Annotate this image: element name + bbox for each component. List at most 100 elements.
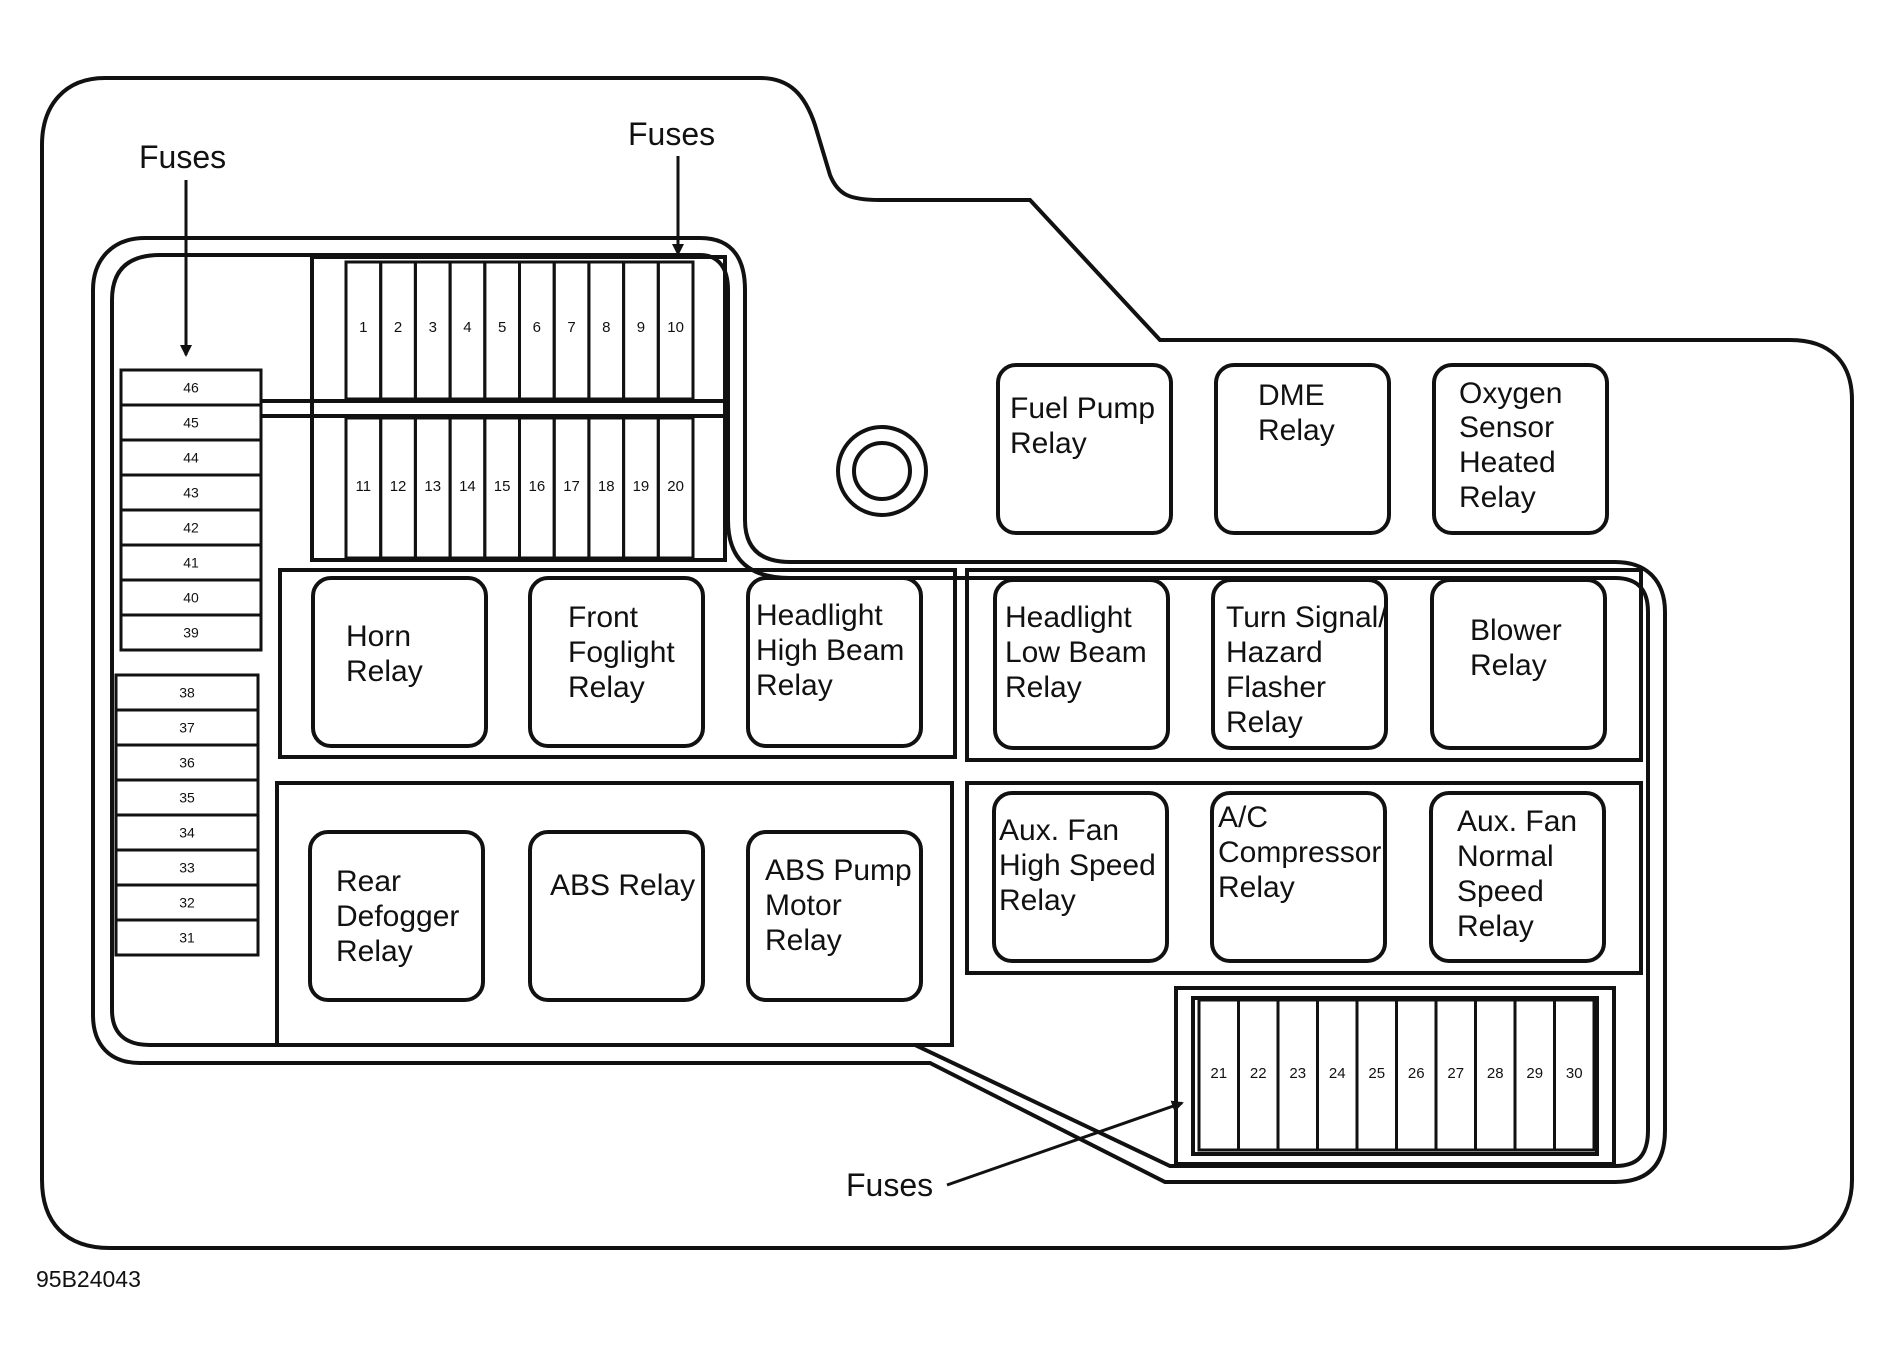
fuse-17: 17 xyxy=(552,416,591,560)
relay-label: ABS Relay xyxy=(550,869,695,902)
relay-label: Heated xyxy=(1459,446,1556,479)
fuse-30: 30 xyxy=(1553,998,1596,1152)
fuse-8: 8 xyxy=(587,260,626,401)
fuse-panel-outer-border xyxy=(91,236,1667,1184)
fuse-number: 29 xyxy=(1526,1065,1543,1082)
relay-label: Relay xyxy=(756,669,833,702)
fuse-number: 33 xyxy=(179,860,195,876)
fuse-number: 43 xyxy=(183,485,199,501)
relay-label: Relay xyxy=(1457,910,1534,943)
relay-label: Relay xyxy=(346,655,423,688)
relay-label: Relay xyxy=(1226,706,1303,739)
fuse-22: 22 xyxy=(1237,998,1280,1152)
relay-label: Relay xyxy=(765,924,842,957)
callout-label-bottom: Fuses xyxy=(846,1167,933,1203)
fuse-panel-inner-border xyxy=(110,253,1650,1168)
fuse-24: 24 xyxy=(1316,998,1359,1152)
fuse-number: 22 xyxy=(1250,1065,1267,1082)
relay-label: High Speed xyxy=(999,849,1156,882)
fuse-number: 12 xyxy=(390,478,407,495)
fuse-number: 21 xyxy=(1210,1065,1227,1082)
fuse-32: 32 xyxy=(114,883,260,922)
fuse-2: 2 xyxy=(379,260,417,401)
fuse-3: 3 xyxy=(413,260,452,401)
fuse-number: 7 xyxy=(567,319,575,336)
fuse-number: 3 xyxy=(429,319,437,336)
relay-label: Aux. Fan xyxy=(1457,805,1577,838)
relay-label: ABS Pump xyxy=(765,854,912,887)
relay-label: Relay xyxy=(1258,414,1335,447)
bottom-fuse-block-inner xyxy=(1191,996,1599,1156)
relay-label: Relay xyxy=(999,884,1076,917)
relay-label: Aux. Fan xyxy=(999,814,1119,847)
relay-label: Relay xyxy=(568,671,645,704)
fuse-number: 4 xyxy=(463,319,471,336)
relay-label: Defogger xyxy=(336,900,459,933)
fuse-number: 24 xyxy=(1329,1065,1346,1082)
relay-label: Foglight xyxy=(568,636,675,669)
fuse-25: 25 xyxy=(1355,998,1398,1152)
fuse-14: 14 xyxy=(448,416,487,560)
relay-bay-right-top xyxy=(965,568,1643,762)
fuse-number: 38 xyxy=(179,685,195,701)
fuse-number: 25 xyxy=(1368,1065,1385,1082)
fuse-number: 13 xyxy=(424,478,441,495)
fuse-number: 32 xyxy=(179,895,195,911)
fuse-number: 19 xyxy=(633,478,650,495)
relay-bay-left-bottom xyxy=(275,781,954,1047)
fuse-number: 2 xyxy=(394,319,402,336)
fuse-28: 28 xyxy=(1474,998,1517,1152)
fuse-39: 39 xyxy=(119,613,263,652)
svg-text:ABS Relay: ABS Relay xyxy=(550,869,695,902)
fuse-number: 18 xyxy=(598,478,615,495)
relay-label: Normal xyxy=(1457,840,1554,873)
callout-arrow-bottom xyxy=(946,1100,1184,1187)
diagram-code: 95B24043 xyxy=(36,1266,141,1292)
fuse-number: 1 xyxy=(359,319,367,336)
fuse-number: 30 xyxy=(1566,1065,1583,1082)
fuse-37: 37 xyxy=(114,708,260,747)
fuse-29: 29 xyxy=(1513,998,1556,1152)
fuse-38: 38 xyxy=(114,673,260,712)
fuse-number: 36 xyxy=(179,755,195,771)
relay-label: Headlight xyxy=(1005,601,1132,634)
abs-relay: ABS Relay xyxy=(528,830,705,1002)
fuse-27: 27 xyxy=(1434,998,1477,1152)
relay-label: Turn Signal/ xyxy=(1226,601,1387,634)
fuse-number: 14 xyxy=(459,478,476,495)
fuse-box-outline xyxy=(40,76,1854,1250)
fuse-number: 44 xyxy=(183,450,199,466)
top-fuse-block xyxy=(310,255,727,562)
fuse-16: 16 xyxy=(518,416,556,560)
fuse-9: 9 xyxy=(622,260,660,401)
fuse-31: 31 xyxy=(114,918,260,957)
relay-label: Motor xyxy=(765,889,842,922)
relay-label: A/C xyxy=(1218,801,1268,834)
fuse-34: 34 xyxy=(114,813,260,852)
fuse-35: 35 xyxy=(114,778,260,817)
relay-label: Flasher xyxy=(1226,671,1326,704)
relay-label: Relay xyxy=(1470,649,1547,682)
fuse-46: 46 xyxy=(119,368,263,407)
fuse-number: 42 xyxy=(183,520,199,536)
relay-label: Relay xyxy=(336,935,413,968)
fuse-45: 45 xyxy=(119,403,263,442)
fuse-21: 21 xyxy=(1197,998,1240,1152)
relay-label: Relay xyxy=(1010,427,1087,460)
bottom-fuse-block-outer xyxy=(1174,986,1616,1166)
